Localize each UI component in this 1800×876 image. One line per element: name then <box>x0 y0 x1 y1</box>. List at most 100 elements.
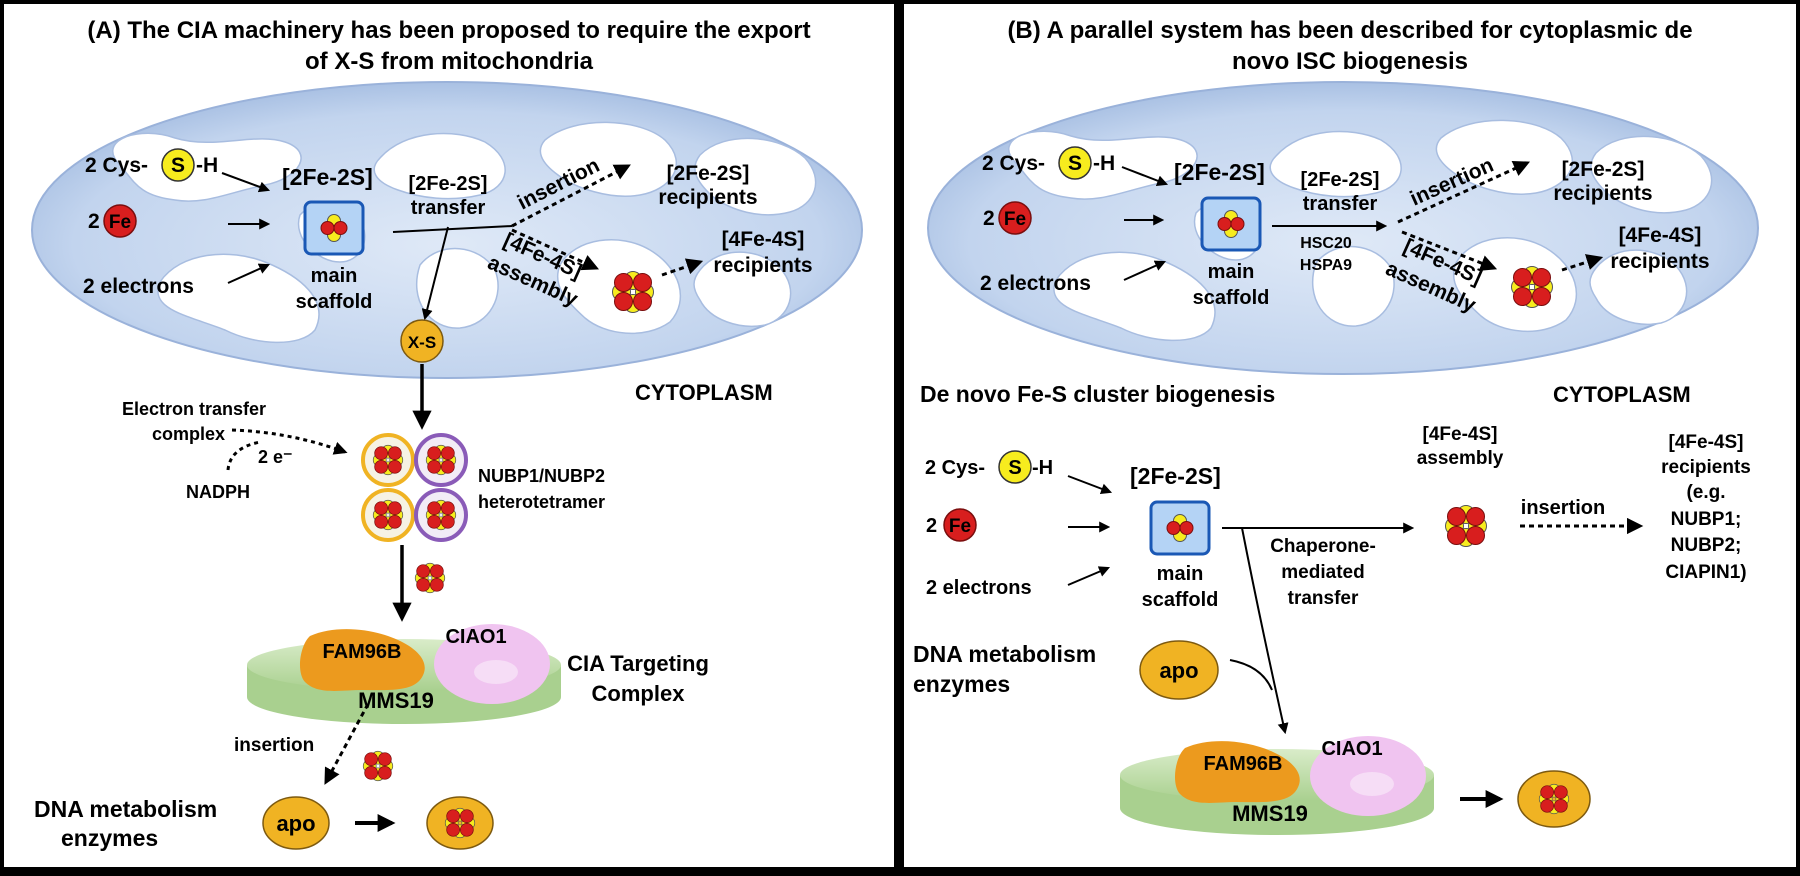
xs-label: X-S <box>408 333 436 352</box>
panel-b-title-line2: novo ISC biogenesis <box>1232 48 1468 75</box>
hspa9-label: HSPA9 <box>1300 257 1352 274</box>
b-transfer-label-line1: [2Fe-2S] <box>1301 169 1380 191</box>
panel-a: (A) The CIA machinery has been proposed … <box>4 4 894 867</box>
b-apo-label: apo <box>1159 658 1198 683</box>
cys-s-label: S <box>171 154 185 177</box>
b-arrow-to-2fe-recipients <box>1397 160 1531 224</box>
b-arrow-electrons-to-scaffold <box>1123 260 1167 281</box>
arrow-to-2fe-recipients <box>511 164 631 228</box>
apo-enzyme-icon <box>262 796 330 850</box>
b-sulfur-icon <box>1058 146 1092 180</box>
sulfur-icon <box>161 148 195 182</box>
arrow-to-4fe-assembly <box>511 228 600 271</box>
two-electrons-label: 2 e⁻ <box>258 447 293 467</box>
b-cytoplasm-label: CYTOPLASM <box>1553 382 1691 407</box>
hsc20-label: HSC20 <box>1300 235 1352 252</box>
fe-label: Fe <box>109 212 131 233</box>
b2-electrons-label: 2 electrons <box>926 577 1032 599</box>
electrons-label: 2 electrons <box>83 275 194 298</box>
transfer-label-line1: [2Fe-2S] <box>409 173 488 195</box>
b2-arrow-to-cia <box>1241 527 1289 735</box>
xs-icon <box>400 319 444 363</box>
b-cys-s-label: S <box>1068 152 1082 175</box>
nubp-heterotetramer-icon <box>361 433 468 542</box>
b-apo-enzyme-icon <box>1139 640 1219 700</box>
b-holo-enzyme-icon <box>1517 770 1591 828</box>
b-arrow-cys-to-scaffold <box>1121 166 1169 186</box>
panel-a-title-line2: of X-S from mitochondria <box>305 48 594 75</box>
panel-b-title-line1: (B) A parallel system has been described… <box>1007 17 1692 44</box>
b-electrons-label: 2 electrons <box>980 272 1091 295</box>
b-cys-label-prefix: 2 Cys- <box>982 152 1045 175</box>
b2-iron-icon <box>943 508 977 542</box>
nubp-label-line1: NUBP1/NUBP2 <box>478 466 605 486</box>
cia-targeting-complex-icon <box>247 624 561 724</box>
arrow-to-xs <box>421 226 449 321</box>
b2-fe-count-label: 2 <box>926 515 937 537</box>
b-fe-count-label: 2 <box>983 207 995 230</box>
b-fam96b-label: FAM96B <box>1204 753 1283 775</box>
nadph-label: NADPH <box>186 482 250 502</box>
b-arrow-to-4fe-recipients <box>1561 254 1604 272</box>
b-main-label: main <box>1208 261 1255 283</box>
etc-label-line1: Electron transfer <box>122 399 266 419</box>
transfer-line <box>392 225 513 233</box>
b-dna-enzymes-line2: enzymes <box>913 671 1010 697</box>
arrow-cys-to-scaffold <box>221 172 271 193</box>
b-cys-label-suffix: -H <box>1093 152 1115 175</box>
b2-cys-s-label: S <box>1008 457 1021 479</box>
b2-arrow-electrons <box>1067 566 1111 586</box>
transfer-label-line2: transfer <box>411 197 486 219</box>
b2-arrow-cys <box>1067 475 1113 495</box>
dna-enzymes-line2: enzymes <box>61 825 158 851</box>
nadph-curve <box>226 440 261 471</box>
b-recipients-2fe-line2: recipients <box>1553 182 1652 205</box>
chaperone-line3: transfer <box>1288 588 1359 609</box>
ciao1-label: CIAO1 <box>445 626 506 648</box>
b-mms19-label: MMS19 <box>1232 801 1308 826</box>
cys-label-prefix: 2 Cys- <box>85 154 148 177</box>
b-arrow-to-4fe-assembly <box>1401 230 1498 271</box>
b2-main-label: main <box>1157 563 1204 585</box>
b2-assembly-line1: [4Fe-4S] <box>1423 424 1498 445</box>
b2-insertion-label: insertion <box>1521 497 1605 519</box>
b-recipients-2fe-line1: [2Fe-2S] <box>1562 158 1645 181</box>
b2-cys-label-suffix: -H <box>1032 457 1053 479</box>
recipients-2fe-line1: [2Fe-2S] <box>667 162 750 185</box>
b2-rec-line4: NUBP1; <box>1671 509 1742 530</box>
apo-label: apo <box>276 811 315 836</box>
b-recipients-4fe-line2: recipients <box>1610 250 1709 273</box>
arrow-etc-to-nubp <box>231 428 348 455</box>
recipients-4fe-line1: [4Fe-4S] <box>722 228 805 251</box>
scaffold-label: scaffold <box>296 291 373 313</box>
b2-scaffold-label: scaffold <box>1142 589 1219 611</box>
b-recipients-4fe-line1: [4Fe-4S] <box>1619 224 1702 247</box>
b2-rec-line1: [4Fe-4S] <box>1669 432 1744 453</box>
b2-rec-line2: recipients <box>1661 457 1751 478</box>
denovo-heading: De novo Fe-S cluster biogenesis <box>920 381 1275 407</box>
b-dna-enzymes-line1: DNA metabolism <box>913 641 1096 667</box>
b2-cys-label-prefix: 2 Cys- <box>925 457 985 479</box>
fam96b-label: FAM96B <box>323 641 402 663</box>
dna-enzymes-line1: DNA metabolism <box>34 796 217 822</box>
main-label: main <box>311 265 358 287</box>
cia-targeting-label-line2: Complex <box>592 681 686 706</box>
mms19-label: MMS19 <box>358 688 434 713</box>
b-main-scaffold-icon <box>1202 198 1260 250</box>
b2-rec-line5: NUBP2; <box>1671 535 1742 556</box>
mitochondrion-b <box>927 81 1759 375</box>
arrow-to-4fe-recipients <box>661 258 704 277</box>
b-cia-targeting-complex-icon <box>1120 736 1434 835</box>
etc-label-line2: complex <box>152 424 225 444</box>
b-fe-label: Fe <box>1004 209 1026 230</box>
b2-scaffold-cluster-label: [2Fe-2S] <box>1130 463 1221 489</box>
holo-enzyme-icon <box>426 796 494 850</box>
scaffold-cluster-label: [2Fe-2S] <box>282 164 373 190</box>
chaperone-line2: mediated <box>1281 562 1364 583</box>
b-iron-icon <box>998 201 1032 235</box>
arrow-electrons-to-scaffold <box>227 263 271 284</box>
b-apo-curve <box>1229 659 1273 691</box>
panel-a-title-line1: (A) The CIA machinery has been proposed … <box>87 17 810 44</box>
